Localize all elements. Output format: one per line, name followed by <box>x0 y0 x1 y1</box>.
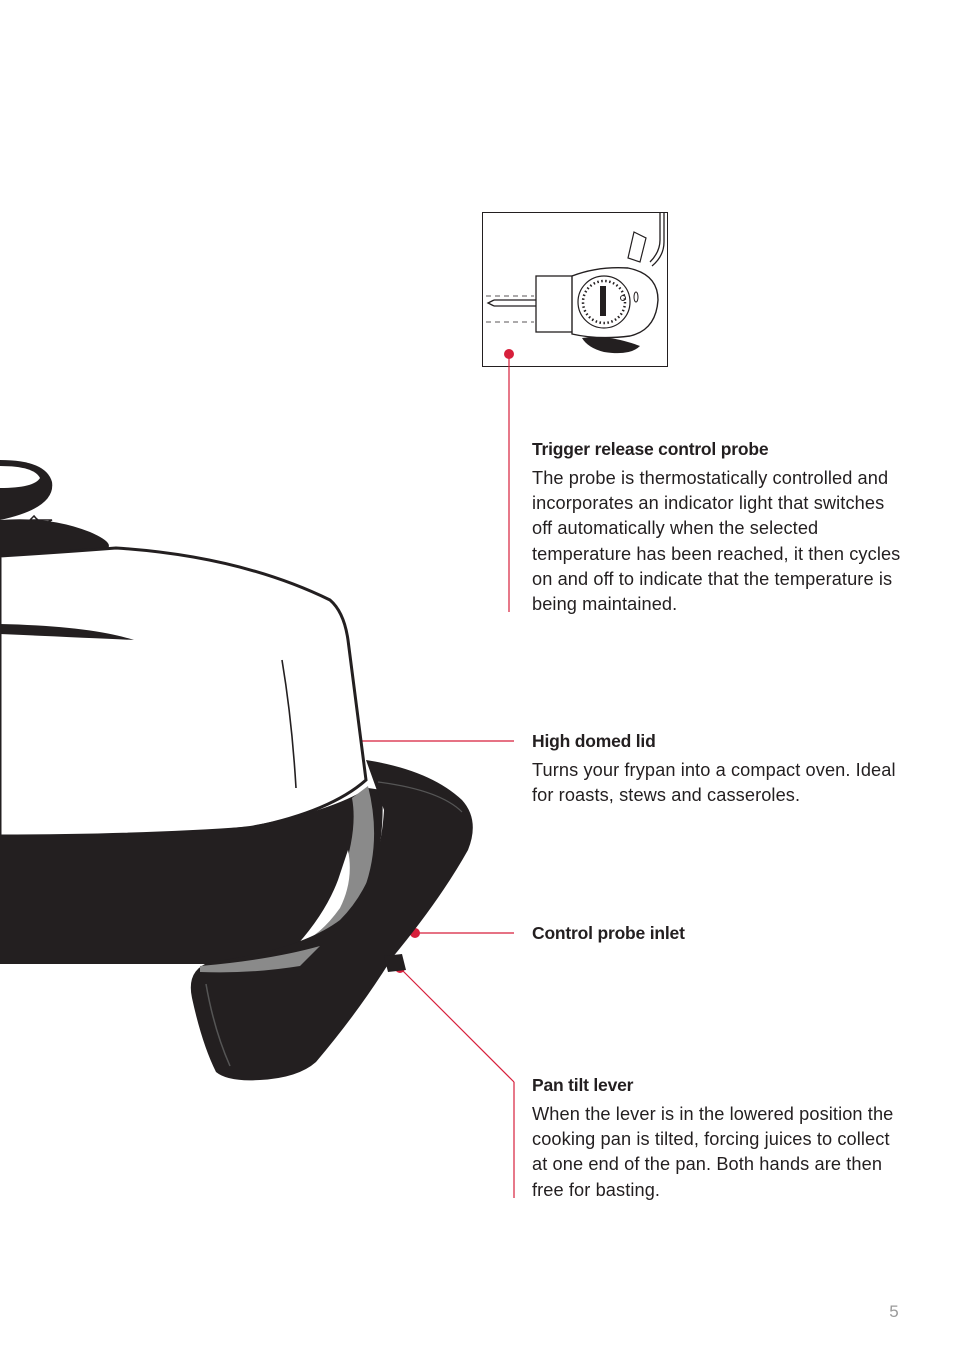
page-number: 5 <box>889 1302 899 1321</box>
probe-callout-body: The probe is thermostatically controlled… <box>532 468 901 615</box>
lid-callout-title: High domed lid <box>532 731 656 751</box>
control-probe-inset <box>482 212 668 367</box>
lever-callout-title: Pan tilt lever <box>532 1075 634 1095</box>
lid-callout-body: Turns your frypan into a compact oven. I… <box>532 760 896 806</box>
probe-callout: Trigger release control probe The probe … <box>532 438 902 617</box>
lever-callout-body: When the lever is in the lowered positio… <box>532 1104 894 1200</box>
lever-callout: Pan tilt lever When the lever is in the … <box>532 1074 902 1203</box>
lid-callout: High domed lid Turns your frypan into a … <box>532 730 902 808</box>
frypan <box>0 460 473 1081</box>
inlet-callout-title: Control probe inlet <box>532 923 685 943</box>
probe-callout-title: Trigger release control probe <box>532 439 769 459</box>
inlet-callout: Control probe inlet <box>532 922 902 950</box>
